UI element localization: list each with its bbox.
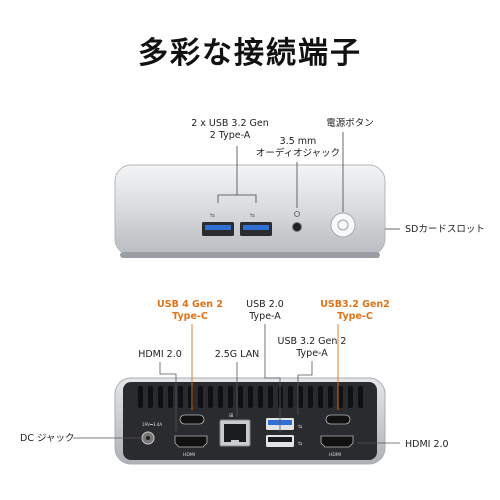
- rear-device: 19V⎓3.4A HDMI ⊞ ⇆ ⇆ HDMI: [73, 324, 400, 465]
- hdmi-left-label: HDMI 2.0: [138, 349, 182, 360]
- front-device: ⇆ ⇆: [114, 132, 400, 258]
- front-usb-ss-icon: ⇆: [210, 212, 215, 219]
- usb4-label-line2: Type-C: [172, 311, 208, 322]
- hdmi-left-port: [174, 435, 208, 448]
- front-usb-ss-icon-2: ⇆: [250, 212, 255, 219]
- front-base-shadow: [120, 252, 380, 258]
- hdmi-left-marking: HDMI: [183, 452, 195, 458]
- usb32-typea-label: USB 3.2 Gen 2 Type-A: [262, 336, 362, 360]
- rear-vents: [138, 386, 363, 408]
- usb-a-front-label-line2: 2 Type-A: [209, 130, 251, 141]
- headphone-icon: [294, 211, 300, 217]
- power-button: [330, 212, 356, 238]
- usb20-label-line1: USB 2.0: [246, 299, 284, 310]
- usb32-typea-label-line1: USB 3.2 Gen 2: [277, 336, 347, 347]
- usb32-typec-port: [325, 414, 351, 425]
- page-title: 多彩な接続端子: [138, 36, 362, 71]
- orange-callout-lines: [191, 324, 339, 410]
- hdmi-right-port: [320, 435, 354, 448]
- audio-jack-label-line2: オーディオジャック: [255, 148, 341, 159]
- sd-slot-label: SDカードスロット: [405, 224, 485, 235]
- audio-jack-label: 3.5 mm オーディオジャック: [238, 136, 358, 160]
- dc-rating-text: 19V⎓3.4A: [142, 422, 162, 427]
- front-usb-a-port-1: [202, 222, 234, 236]
- lan-label: 2.5G LAN: [214, 349, 260, 360]
- usb-icon: ⇆: [298, 441, 302, 447]
- usb-ss-icon: ⇆: [298, 424, 302, 430]
- usb20-typea-port: [266, 435, 294, 447]
- usb20-label: USB 2.0 Type-A: [225, 299, 305, 323]
- power-icon: [337, 219, 349, 231]
- usb32-typec-label-line1: USB3.2 Gen2: [320, 299, 390, 310]
- gray-callout-lines: [73, 324, 400, 444]
- usb4-label: USB 4 Gen 2 Type-C: [140, 299, 240, 323]
- usb32-typea-label-line2: Type-A: [296, 348, 328, 359]
- hdmi-right-marking: HDMI: [329, 452, 341, 458]
- network-icon: ⊞: [229, 413, 233, 419]
- usb4-typec-port: [179, 414, 205, 425]
- usb-a-front-label-line1: 2 x USB 3.2 Gen: [191, 118, 269, 129]
- audio-jack-label-line1: 3.5 mm: [279, 136, 317, 147]
- dc-jack-label: DC ジャック: [20, 433, 75, 444]
- usb4-label-line1: USB 4 Gen 2: [157, 299, 223, 310]
- usb-a-front-label: 2 x USB 3.2 Gen 2 Type-A: [160, 118, 300, 142]
- hdmi-right-label: HDMI 2.0: [405, 439, 449, 450]
- power-button-label: 電源ボタン: [326, 118, 374, 129]
- usb32-typec-label-line2: Type-C: [337, 311, 373, 322]
- usb32-typec-label: USB3.2 Gen2 Type-C: [305, 299, 405, 323]
- audio-jack: [292, 222, 302, 232]
- front-usb-a-port-2: [240, 222, 272, 236]
- front-chassis: [114, 164, 386, 256]
- usb20-label-line2: Type-A: [249, 311, 281, 322]
